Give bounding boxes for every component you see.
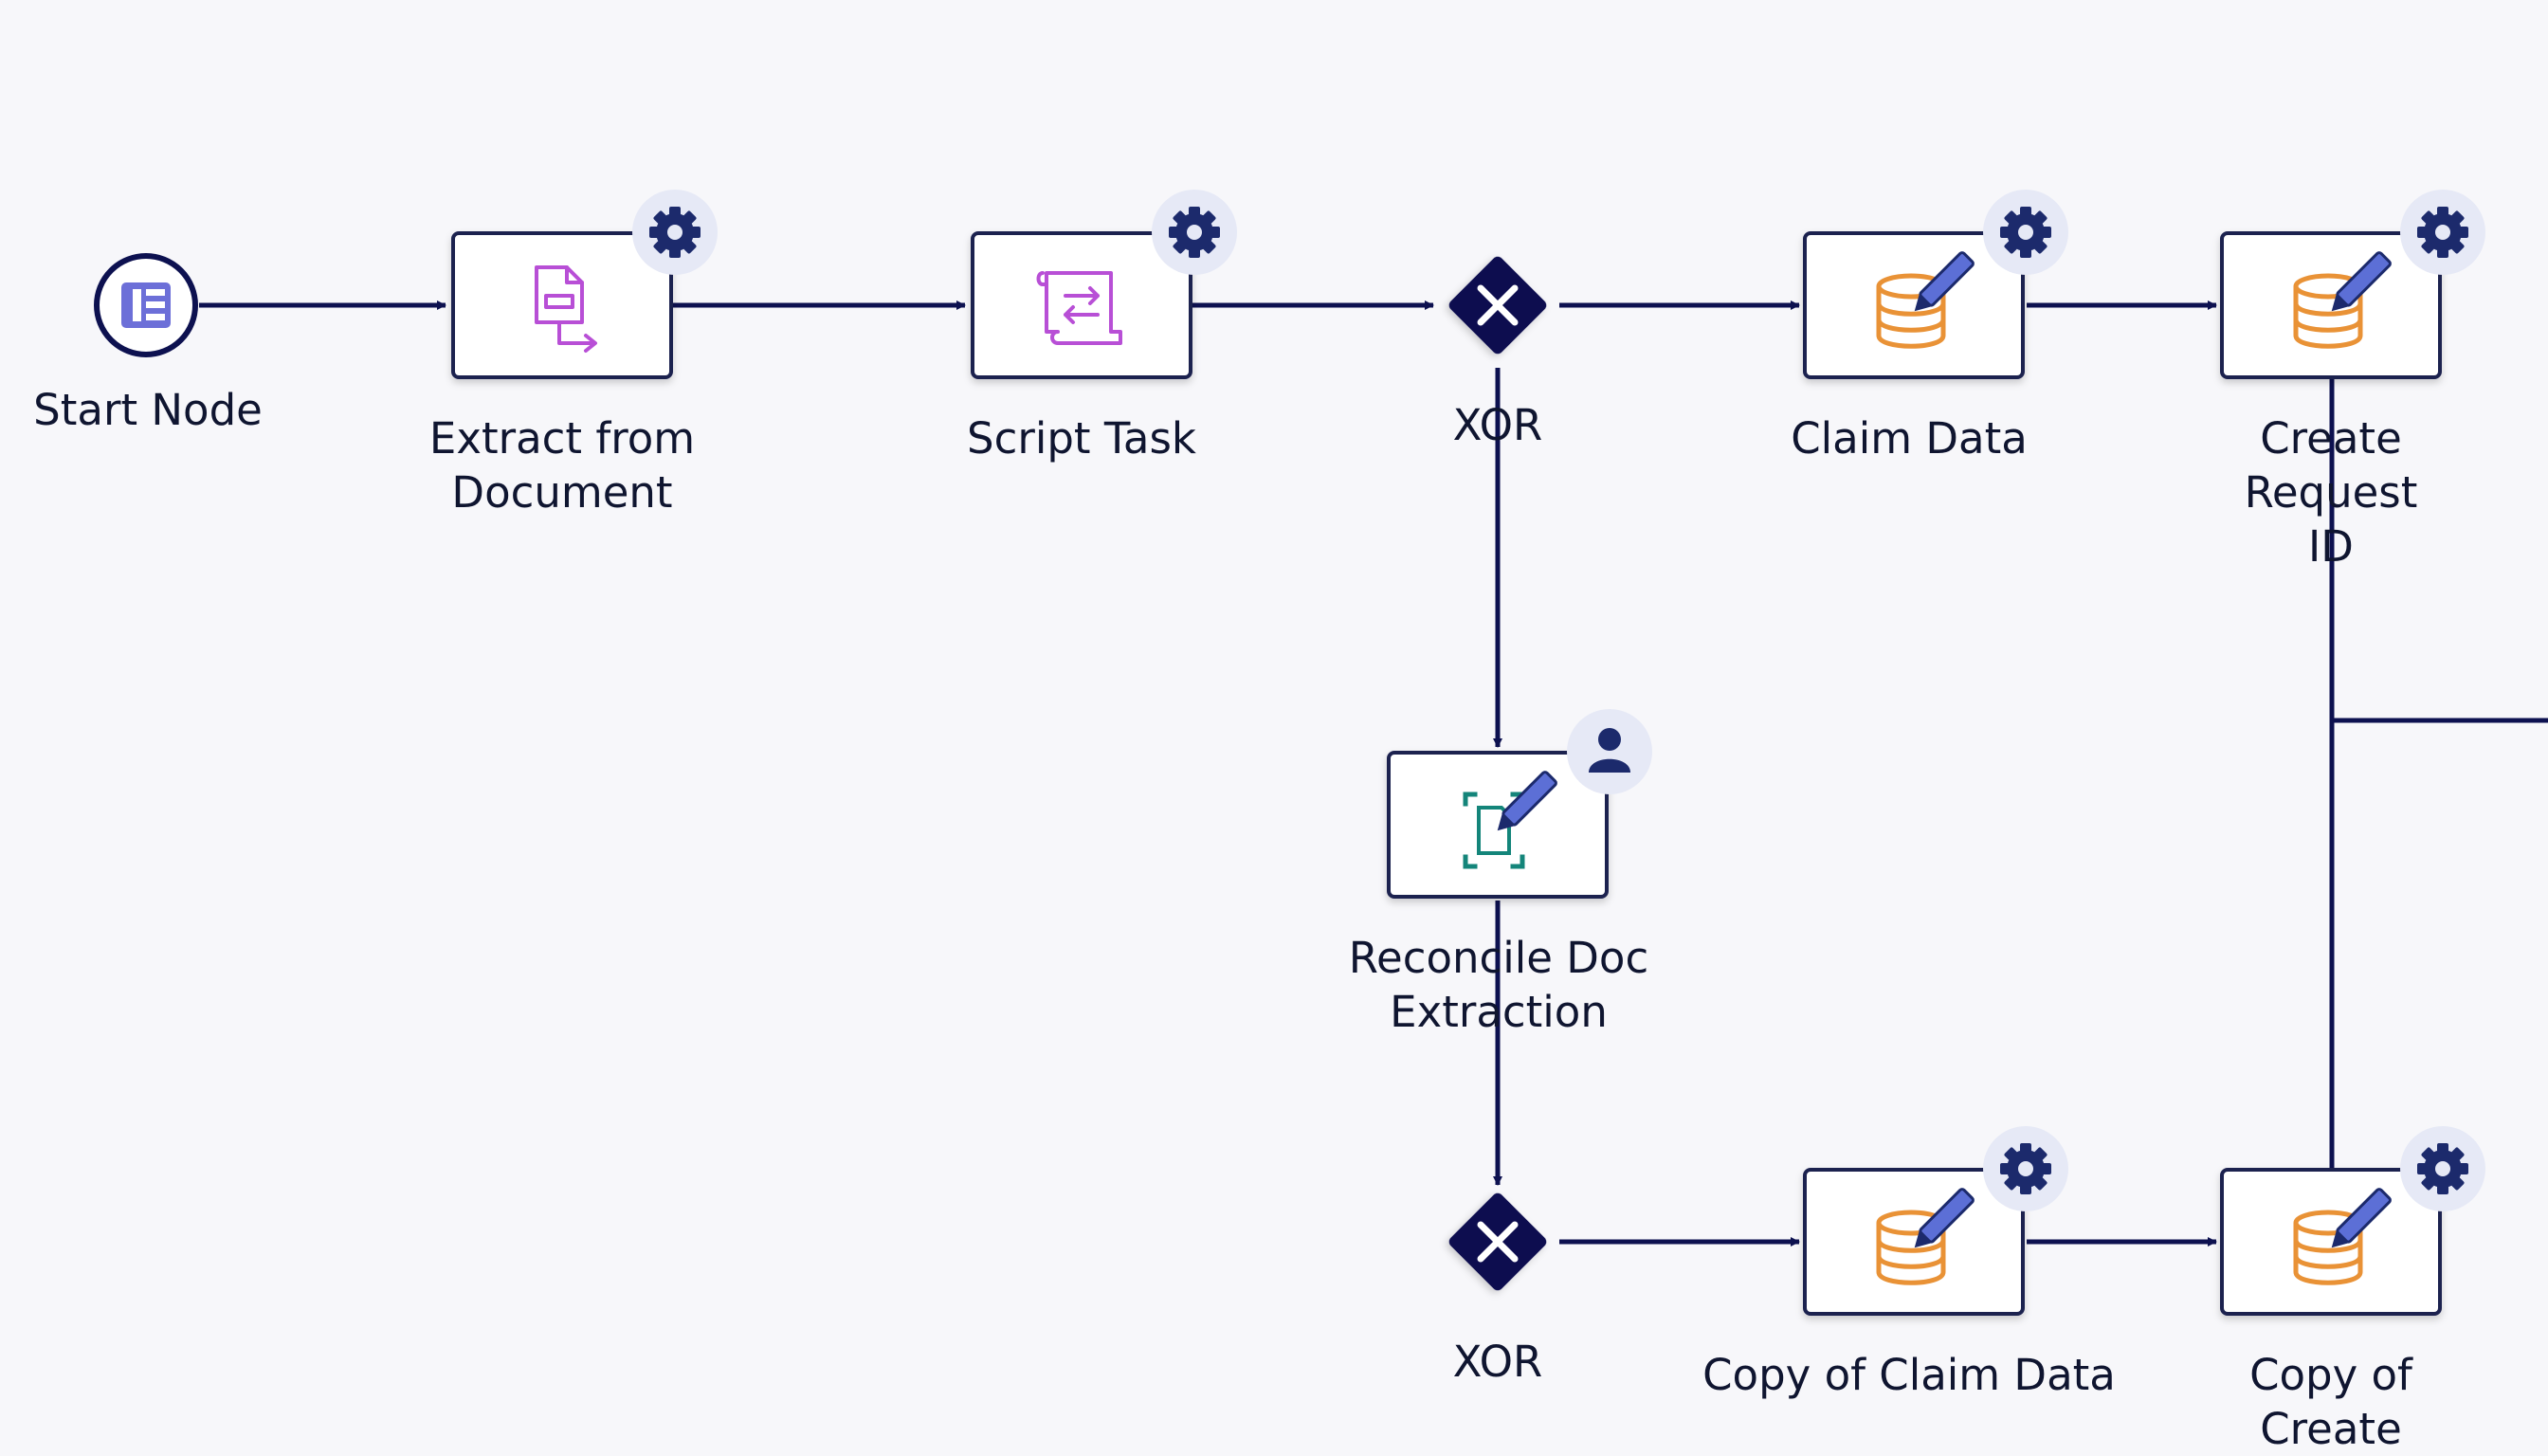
xor-gateway-label: XOR: [1452, 400, 1543, 450]
reconcile-doc-extraction-label: Reconcile Doc Extraction: [1348, 933, 1649, 1037]
gear-icon: [2417, 1143, 2468, 1194]
extract-from-document-label: Extract from Document: [428, 413, 696, 518]
copy-of-claim-data-label: Copy of Claim Data: [1702, 1350, 2116, 1400]
close-icon: [1477, 284, 1519, 326]
gear-icon: [2000, 1143, 2051, 1194]
task-create-request-id[interactable]: [2220, 190, 2485, 379]
workflow-canvas: [94, 190, 2548, 1316]
xor-gateway[interactable]: [1447, 254, 1548, 355]
user-icon: [1589, 728, 1630, 773]
task-script[interactable]: [971, 190, 1237, 379]
gear-icon: [2417, 207, 2468, 258]
task-copy-of-create[interactable]: [2220, 1126, 2485, 1316]
gear-badge[interactable]: [1983, 1126, 2068, 1211]
xor-gateway[interactable]: [1447, 1191, 1548, 1292]
task-copy-of-claim-data[interactable]: [1803, 1126, 2068, 1316]
document-extract-icon: [535, 265, 597, 353]
reconcile-doc-icon: [1463, 771, 1557, 869]
task-claim-data[interactable]: [1803, 190, 2068, 379]
xor-gateway-label: XOR: [1452, 1337, 1543, 1387]
task-reconcile-doc-extraction[interactable]: [1387, 709, 1652, 899]
gear-icon: [2000, 207, 2051, 258]
database-edit-icon: [2293, 1188, 2392, 1285]
gear-badge[interactable]: [632, 190, 718, 275]
gear-icon: [649, 207, 701, 258]
gear-icon: [1169, 207, 1220, 258]
script-task-label: Script Task: [967, 413, 1196, 464]
user-badge[interactable]: [1567, 709, 1652, 794]
claim-data-label: Claim Data: [1791, 413, 2028, 464]
gear-badge[interactable]: [2400, 1126, 2485, 1211]
edges: [199, 300, 2548, 1247]
gear-badge[interactable]: [2400, 190, 2485, 275]
script-icon: [1036, 271, 1122, 345]
start-node[interactable]: [94, 253, 198, 357]
create-request-id-label: Create Request ID: [2244, 413, 2418, 572]
start-node-label: Start Node: [33, 385, 263, 435]
database-edit-icon: [1876, 1188, 1975, 1285]
close-icon: [1477, 1221, 1519, 1263]
database-edit-icon: [2293, 251, 2392, 349]
task-extract-from-document[interactable]: [451, 190, 718, 379]
database-edit-icon: [1876, 251, 1975, 349]
copy-of-create-label: Copy of Create: [2249, 1350, 2412, 1454]
gear-badge[interactable]: [1152, 190, 1237, 275]
form-icon: [121, 282, 171, 328]
gear-badge[interactable]: [1983, 190, 2068, 275]
